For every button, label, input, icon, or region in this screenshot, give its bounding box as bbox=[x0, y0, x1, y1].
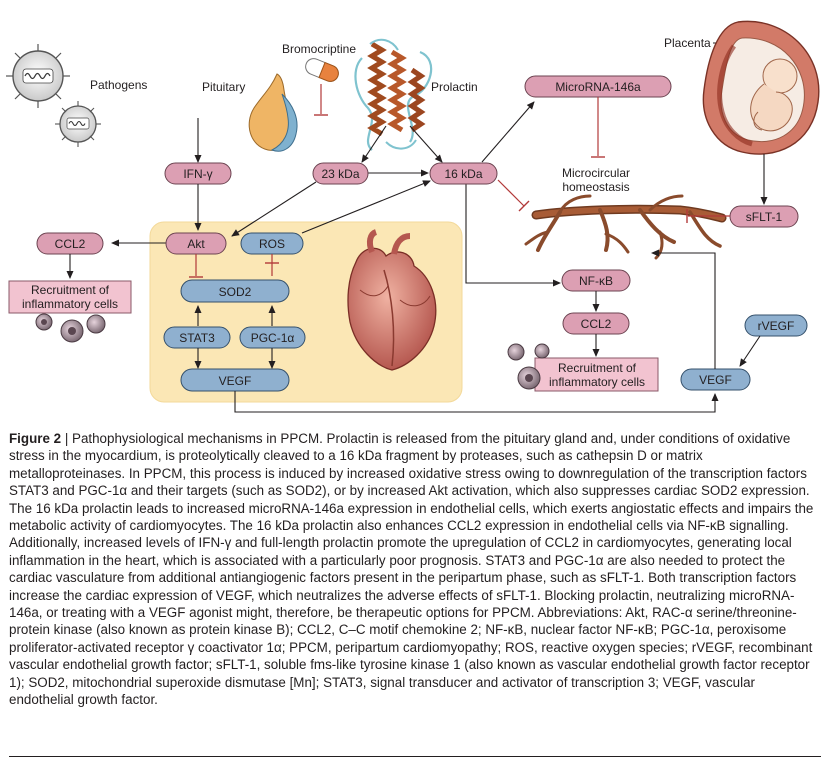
sod2-label: SOD2 bbox=[219, 285, 252, 299]
heart-icon bbox=[347, 229, 437, 371]
pathogens-label: Pathogens bbox=[90, 78, 147, 92]
akt-label: Akt bbox=[187, 237, 205, 251]
pituitary-label: Pituitary bbox=[202, 80, 245, 94]
diagram-canvas: Pathogens Pituitary Bromocriptine Prolac… bbox=[6, 20, 820, 413]
23kda-to-akt-arrow bbox=[231, 181, 317, 237]
vegf-left-to-vegf-right-arrow bbox=[234, 391, 719, 413]
prolactin-to-23kda-arrow bbox=[361, 125, 387, 163]
prolactin-16kda-node bbox=[429, 162, 498, 185]
16kda-to-microrna-arrow bbox=[481, 101, 535, 163]
placenta-label: Placenta bbox=[664, 36, 711, 50]
sod2-node bbox=[180, 279, 290, 303]
vegf-left-label: VEGF bbox=[219, 374, 252, 388]
16kda-inhibition-line bbox=[497, 179, 525, 207]
figure-label: Figure 2 bbox=[9, 431, 62, 446]
nfkb-label: NF-κB bbox=[579, 274, 613, 288]
stat3-node bbox=[163, 326, 231, 349]
blood-vessel-icon bbox=[524, 194, 727, 260]
virus-icon-1 bbox=[6, 44, 70, 108]
inflammatory-cells-right-icon bbox=[507, 343, 550, 390]
figure-caption: Figure 2 | Pathophysiological mechanisms… bbox=[9, 430, 821, 709]
vegf-right-label: VEGF bbox=[699, 373, 732, 387]
microcirculation-label-1: Microcircular bbox=[562, 166, 630, 180]
pgc1a-label: PGC-1α bbox=[251, 331, 295, 345]
microrna-label: MicroRNA-146a bbox=[555, 80, 641, 94]
vegf-to-vessel-arrow bbox=[651, 249, 716, 369]
recruitment-left-line-1: Recruitment of bbox=[31, 283, 110, 297]
bromocriptine-label: Bromocriptine bbox=[282, 42, 356, 56]
pill-icon bbox=[305, 58, 339, 82]
inflammatory-cells-left-icon bbox=[35, 313, 106, 343]
caption-separator: | bbox=[61, 431, 73, 446]
recruitment-left-box bbox=[8, 280, 132, 314]
sflt1-label: sFLT-1 bbox=[746, 210, 783, 224]
prolactin-16kda-label: 16 kDa bbox=[444, 167, 482, 181]
stat3-label: STAT3 bbox=[179, 331, 215, 345]
pathway-diagram: Pathogens Pituitary Bromocriptine Prolac… bbox=[6, 20, 820, 413]
rvegf-to-vegf-arrow bbox=[739, 335, 761, 367]
prolactin-23kda-node bbox=[312, 162, 369, 185]
prolactin-protein-icon bbox=[354, 38, 433, 151]
16kda-inhibition-bar bbox=[518, 200, 530, 212]
rvegf-label: rVEGF bbox=[758, 319, 795, 333]
caption-text: Pathophysiological mechanisms in PPCM. P… bbox=[9, 431, 814, 708]
prolactin-23kda-label: 23 kDa bbox=[321, 167, 359, 181]
caption-bottom-rule bbox=[9, 756, 821, 757]
prolactin-label: Prolactin bbox=[431, 80, 478, 94]
ccl2-right-label: CCL2 bbox=[581, 317, 612, 331]
ifn-gamma-label: IFN-γ bbox=[183, 167, 212, 181]
ros-label: ROS bbox=[259, 237, 285, 251]
recruitment-right-line-1: Recruitment of bbox=[558, 361, 637, 375]
microcirculation-label-2: homeostasis bbox=[562, 180, 629, 194]
prolactin-to-16kda-arrow bbox=[409, 125, 443, 163]
16kda-to-nfkb-arrow bbox=[465, 184, 561, 287]
recruitment-left-line-2: inflammatory cells bbox=[22, 297, 118, 311]
recruitment-right-line-2: inflammatory cells bbox=[549, 375, 645, 389]
ros-to-16kda-arrow bbox=[301, 180, 431, 234]
ccl2-left-label: CCL2 bbox=[55, 237, 86, 251]
rvegf-node bbox=[744, 314, 808, 337]
virus-icon-2 bbox=[55, 101, 101, 147]
placenta-fetus-icon bbox=[702, 20, 820, 155]
pituitary-icon bbox=[248, 73, 298, 152]
